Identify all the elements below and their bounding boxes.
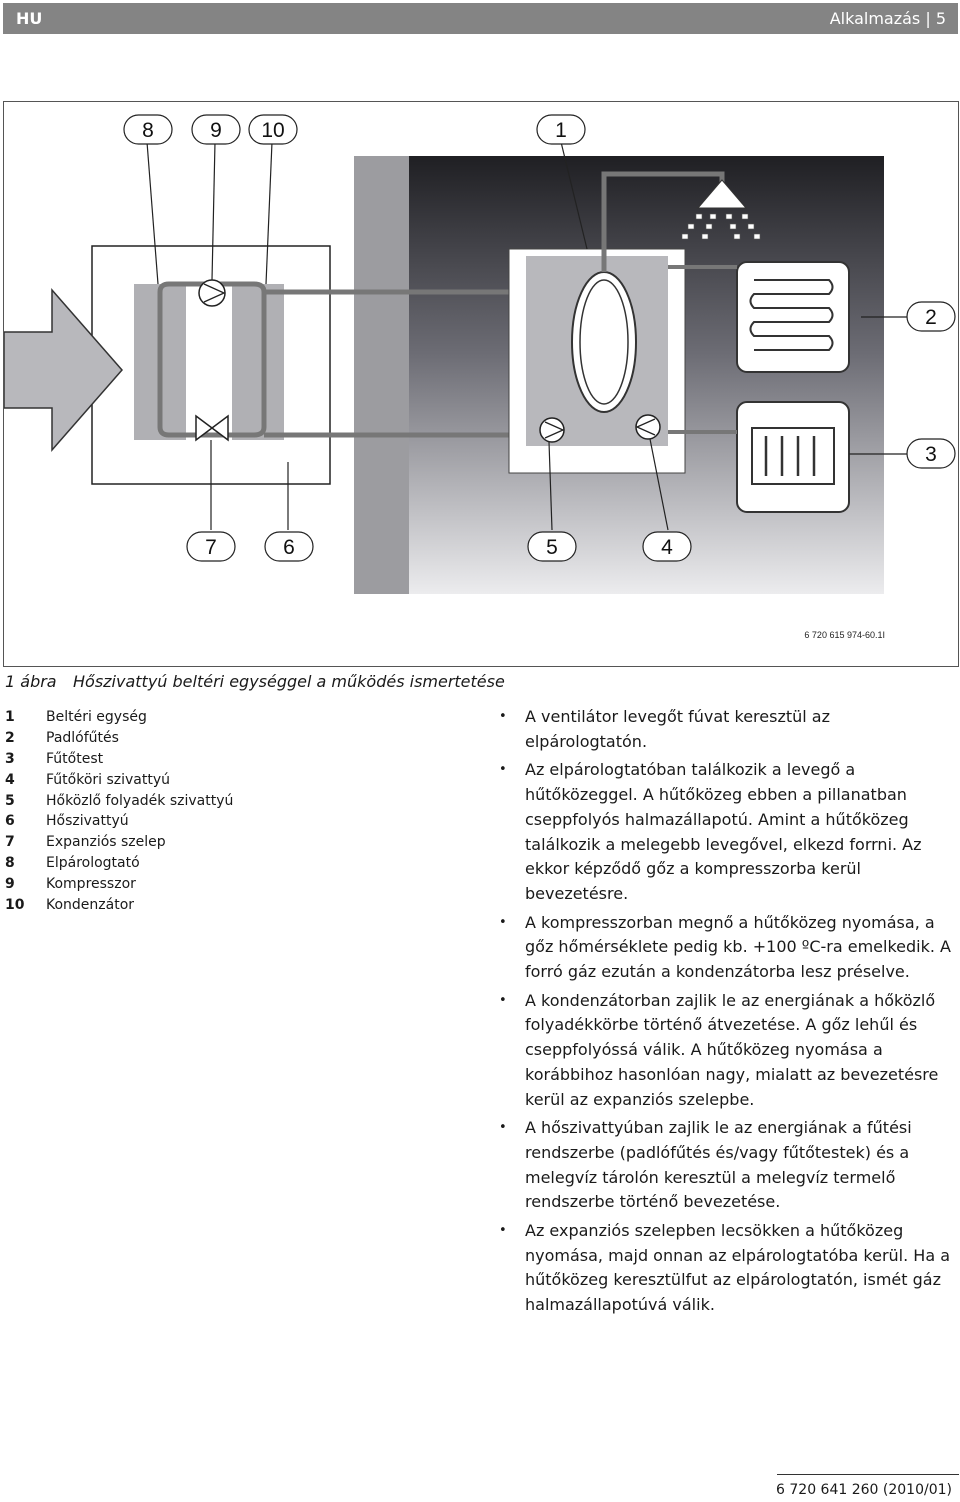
condenser xyxy=(232,284,284,440)
bullet-item: Az expanziós szelepben lecsökken a hűtők… xyxy=(498,1219,956,1318)
callout-7: 7 xyxy=(205,536,217,559)
bullet-item: A hőszivattyúban zajlik le az energiának… xyxy=(498,1116,956,1215)
callout-5: 5 xyxy=(546,536,558,559)
hot-water-tank xyxy=(571,271,637,413)
callout-9: 9 xyxy=(210,119,222,142)
callout-4: 4 xyxy=(661,536,673,559)
hot-water-line xyxy=(601,171,725,272)
figure-number: 1 ábra xyxy=(5,672,57,691)
refrigerant-loop xyxy=(157,281,267,438)
callout-2: 2 xyxy=(925,306,937,329)
section-title: Alkalmazás | 5 xyxy=(829,9,946,28)
callout-6: 6 xyxy=(283,536,295,559)
callouts xyxy=(123,114,956,562)
document-code: 6 720 641 260 (2010/01) xyxy=(776,1482,952,1498)
heat-transfer-pump-icon xyxy=(539,417,565,443)
radiator-icon xyxy=(736,401,850,513)
callout-3: 3 xyxy=(925,443,937,466)
water-spray xyxy=(681,213,761,240)
underfloor-heating-icon xyxy=(736,261,850,373)
shower-head-icon xyxy=(696,179,748,209)
language-label: HU xyxy=(16,9,43,28)
page-header: HU Alkalmazás | 5 xyxy=(3,3,958,34)
bullet-item: A kompresszorban megnő a hűtőközeg nyomá… xyxy=(498,911,956,985)
footer-divider xyxy=(777,1474,959,1475)
bullet-item: Az elpárologtatóban találkozik a levegő … xyxy=(498,758,956,906)
figure-title: Hőszivattyú beltéri egységgel a működés … xyxy=(73,672,505,691)
expansion-valve-icon xyxy=(195,414,229,442)
callout-1: 1 xyxy=(555,119,567,142)
bullet-item: A ventilátor levegőt fúvat keresztül az … xyxy=(498,705,956,754)
compressor-icon xyxy=(198,279,226,307)
wall xyxy=(354,156,409,594)
callout-10: 10 xyxy=(261,119,284,142)
image-code: 6 720 615 974-60.1I xyxy=(804,630,885,640)
figure-caption: 1 ábra Hőszivattyú beltéri egységgel a mű… xyxy=(5,672,505,691)
bullet-item: A kondenzátorban zajlik le az energiának… xyxy=(498,989,956,1113)
process-description-list: A ventilátor levegőt fúvat keresztül az … xyxy=(498,705,956,1322)
callout-8: 8 xyxy=(142,119,154,142)
airflow-arrow-icon xyxy=(4,288,123,452)
heating-circuit-pump-icon xyxy=(635,414,661,440)
heat-pump-diagram: 8 9 10 1 2 3 7 6 5 4 6 720 615 974-60.1I xyxy=(3,101,959,667)
